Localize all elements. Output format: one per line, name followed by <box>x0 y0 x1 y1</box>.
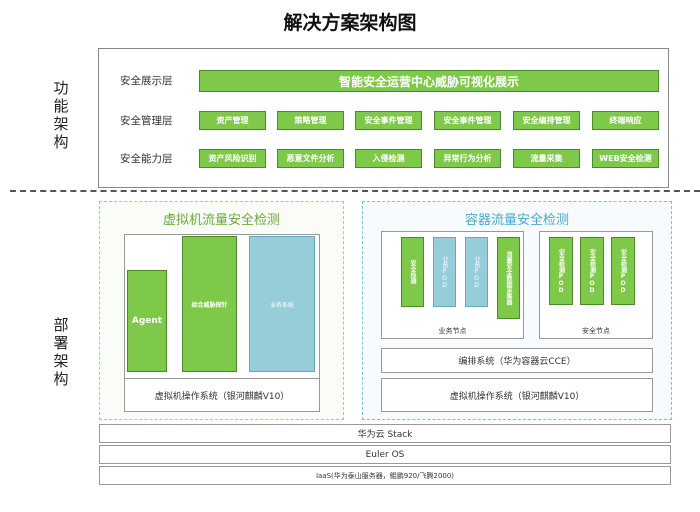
capability-item: 恶意文件分析 <box>277 149 344 168</box>
security-detection-pod: 安全检测POD <box>611 237 635 305</box>
huawei-cloud-stack-bar: 华为云 Stack <box>99 424 671 443</box>
row-label-presentation: 安全展示层 <box>120 75 173 87</box>
business-system-box: 业务系统 <box>249 236 315 372</box>
threat-visualization-box: 智能安全运营中心威胁可视化展示 <box>199 70 659 92</box>
capability-item: WEB安全检测 <box>592 149 659 168</box>
capability-item: 资产风险识别 <box>199 149 266 168</box>
mgmt-item: 终端响应 <box>592 111 659 130</box>
container-region-title: 容器流量安全检测 <box>464 213 569 228</box>
threat-probe-box: 综合威胁探针 <box>182 236 237 372</box>
orchestration-bar: 编排系统（华为容器云CCE） <box>381 348 653 373</box>
capability-item: 入侵检测 <box>355 149 422 168</box>
business-pod: 业务POD <box>465 237 488 307</box>
mgmt-item: 安全事件管理 <box>355 111 422 130</box>
vm-region-title: 虚拟机流量安全检测 <box>162 213 280 228</box>
section-divider <box>10 190 700 192</box>
business-node-label: 业务节点 <box>438 327 467 335</box>
agent-box: Agent <box>127 270 167 372</box>
row-label-capability: 安全能力层 <box>120 153 173 165</box>
security-detection-pod: 安全检测POD <box>549 237 573 305</box>
capability-item: 异常行为分析 <box>434 149 501 168</box>
mgmt-item: 安全编排管理 <box>513 111 580 130</box>
security-node-label: 安全节点 <box>582 327 610 335</box>
row-label-management: 安全管理层 <box>120 115 173 127</box>
mgmt-item: 安全事件管理 <box>434 111 501 130</box>
business-pod: 业务POD <box>433 237 456 307</box>
euler-os-bar: Euler OS <box>99 445 671 464</box>
side-label-deployment: 部署架构 <box>53 316 69 388</box>
vm-os-bar: 虚拟机操作系统（银河麒麟V10） <box>124 378 320 412</box>
capability-item: 流量采集 <box>513 149 580 168</box>
security-detection-pod: 安全检测 <box>401 237 424 307</box>
diagram-title: 解决方案架构图 <box>283 12 417 34</box>
traffic-collector-pod: 流量安全数据采集器 <box>497 237 520 319</box>
iaas-bar: IaaS(华为泰山服务器，鲲鹏920/飞腾2000) <box>99 466 671 485</box>
mgmt-item: 资产管理 <box>199 111 266 130</box>
security-detection-pod: 安全检测POD <box>580 237 604 305</box>
container-os-bar: 虚拟机操作系统（银河麒麟V10） <box>381 378 653 412</box>
mgmt-item: 策略管理 <box>277 111 344 130</box>
side-label-functional: 功能架构 <box>53 79 69 151</box>
